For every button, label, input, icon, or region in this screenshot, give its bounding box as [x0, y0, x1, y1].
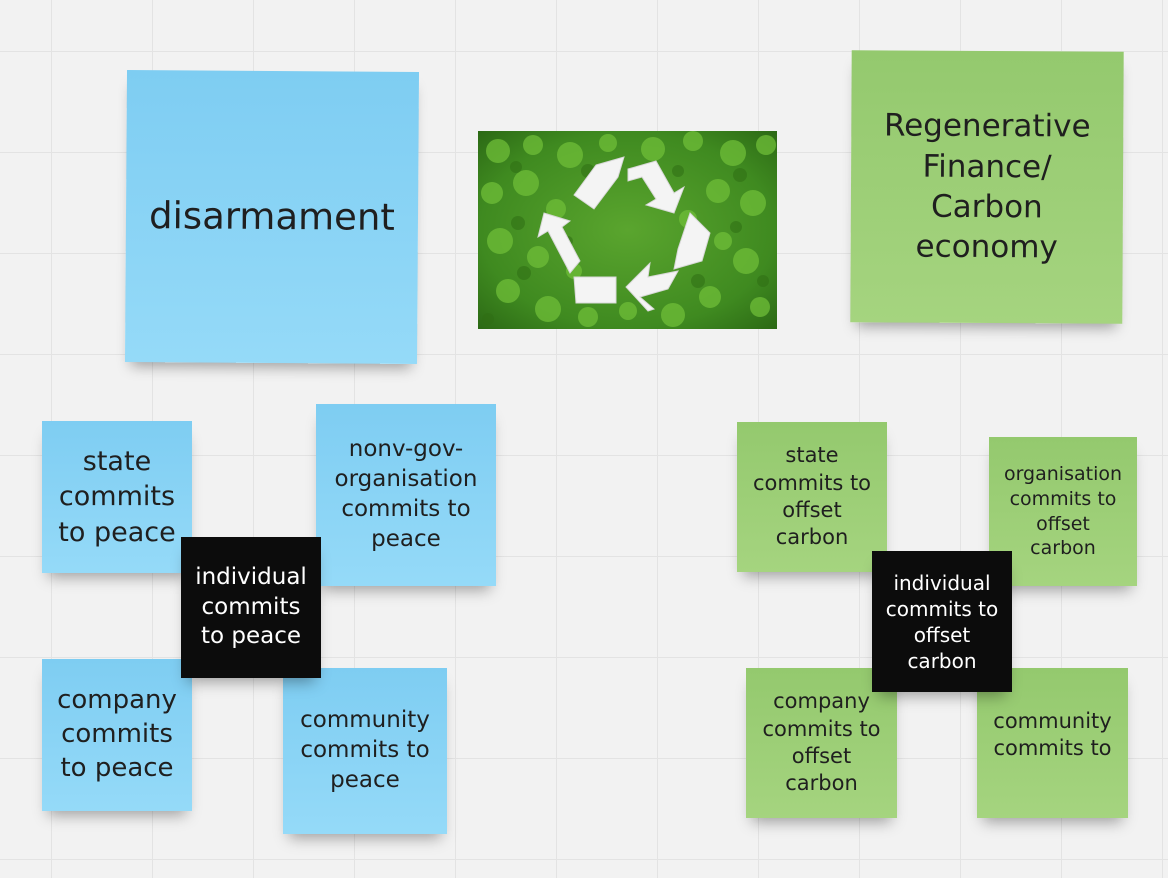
- sticky-note-text: community commits to: [993, 709, 1112, 761]
- sticky-note-individual-peace[interactable]: individual commits to peace: [181, 537, 321, 678]
- sticky-note-state-peace[interactable]: state commits to peace: [42, 421, 192, 573]
- sticky-note-text: community commits to peace: [300, 707, 430, 793]
- sticky-note-text: disarmament: [148, 194, 396, 239]
- sticky-note-text: company commits to peace: [57, 685, 177, 783]
- sticky-note-disarmament[interactable]: disarmament: [124, 69, 420, 365]
- sticky-note-community-carbon[interactable]: community commits to: [977, 668, 1128, 818]
- sticky-note-text: Regenerative Finance/ Carbon economy: [883, 107, 1091, 266]
- sticky-note-text: organisation commits to offset carbon: [1003, 463, 1123, 560]
- recycle-icon: [478, 131, 777, 329]
- sticky-note-text: nonv-gov- organisation commits to peace: [334, 436, 478, 552]
- sticky-note-text: state commits to peace: [58, 446, 176, 548]
- sticky-note-state-carbon[interactable]: state commits to offset carbon: [737, 422, 887, 572]
- sticky-note-text: individual commits to offset carbon: [885, 570, 999, 673]
- sticky-note-community-peace[interactable]: community commits to peace: [283, 668, 447, 834]
- sticky-note-text: state commits to offset carbon: [752, 443, 872, 550]
- sticky-note-company-carbon[interactable]: company commits to offset carbon: [746, 668, 897, 818]
- sticky-note-company-peace[interactable]: company commits to peace: [42, 659, 192, 811]
- sticky-note-organisation-carbon[interactable]: organisation commits to offset carbon: [989, 437, 1137, 586]
- sticky-note-text: individual commits to peace: [195, 563, 307, 650]
- sticky-note-regenerative-finance[interactable]: Regenerative Finance/ Carbon economy: [850, 50, 1124, 324]
- sticky-note-ngo-peace[interactable]: nonv-gov- organisation commits to peace: [316, 404, 496, 586]
- sticky-note-individual-carbon[interactable]: individual commits to offset carbon: [872, 551, 1012, 692]
- sticky-note-text: company commits to offset carbon: [762, 689, 881, 796]
- moss-recycle-image[interactable]: [478, 131, 777, 329]
